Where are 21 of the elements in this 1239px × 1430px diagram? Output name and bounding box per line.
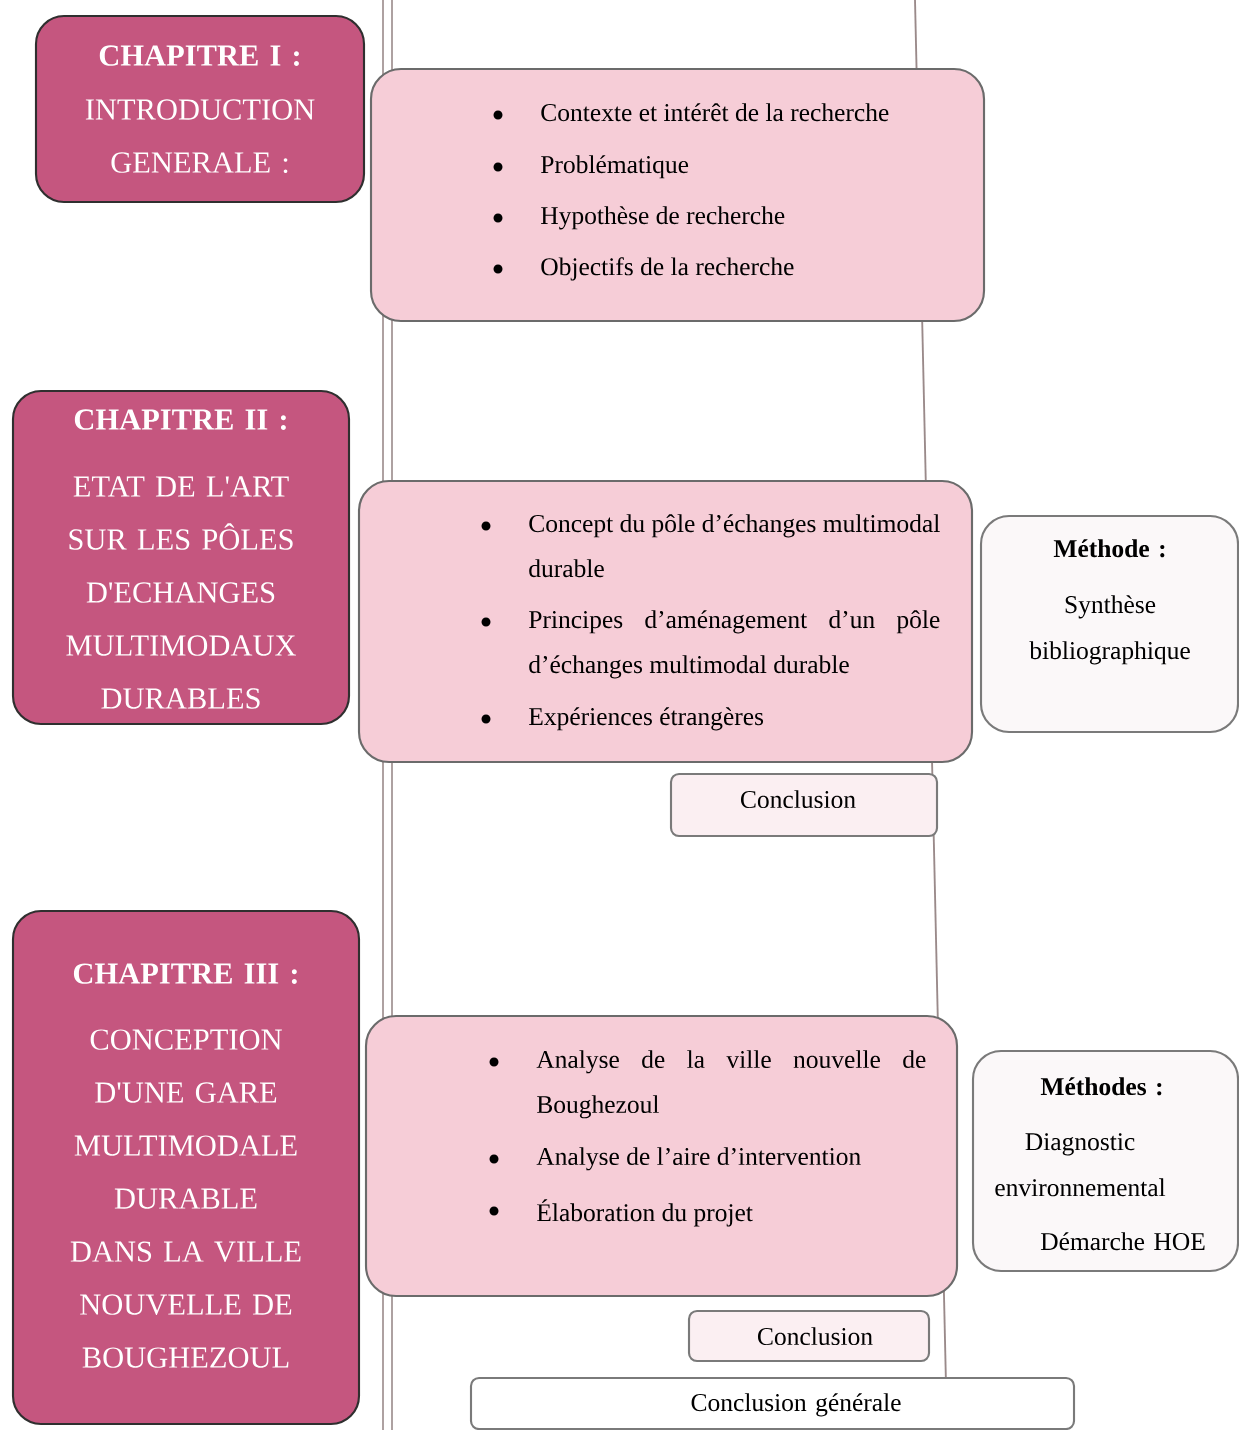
bullet-item: Objectifs de la recherche [493, 257, 794, 281]
bullet-item: Problématique [493, 155, 689, 179]
bullet-item: Expériences étrangères [481, 707, 764, 731]
topic-list-box [369, 67, 986, 323]
bullet-item: Analyse de l’aire d’intervention [489, 1147, 861, 1171]
topic-list-box [364, 1014, 959, 1298]
bullet-item: Élaboration du projet [489, 1199, 753, 1227]
conclusion-box: Conclusion [669, 772, 939, 838]
bullet-item: Concept du pôle d’échanges multimodal durable [481, 514, 940, 578]
bullet-item: Hypothèse de recherche [493, 206, 785, 230]
conclusion-box: Conclusion générale [469, 1376, 1076, 1430]
method-box: Méthode : Synthèse bibliographique [979, 514, 1239, 734]
conclusion-box: Conclusion [687, 1309, 931, 1363]
bullet-item: Principes d’aménagement d’un pôle d’échanges multimodal durable [481, 610, 940, 679]
method-box: Méthodes : Diagnostic environnemental Démarche HOE [971, 1049, 1239, 1273]
bullet-item: Contexte et intérêt de la recherche [493, 103, 889, 122]
chapter-box: CHAPITRE III : CONCEPTION D'UNE GARE MULTIMODALE DURABLE DANS LA VILLE NOUVELLE DE BOUGHEZOUL [11, 909, 361, 1426]
topic-list-box [357, 479, 974, 764]
chapter-box: CHAPITRE II : ETAT DE L'ART SUR LES PÔLES D'ECHANGES MULTIMODAUX DURABLES [11, 389, 351, 726]
bullet-item: Analyse de la ville nouvelle de Boughezoul [489, 1050, 926, 1119]
chapter-box: CHAPITRE I : INTRODUCTION GENERALE : [34, 14, 366, 204]
